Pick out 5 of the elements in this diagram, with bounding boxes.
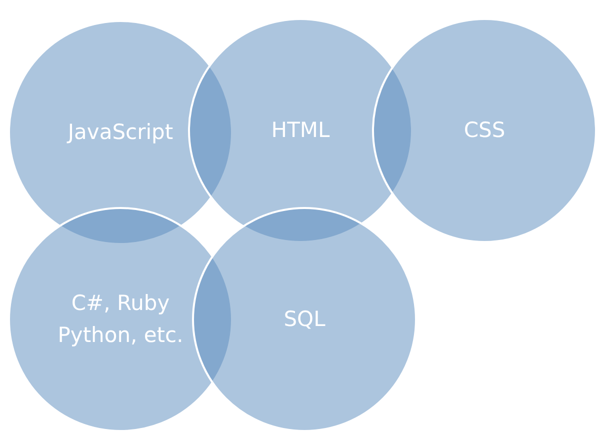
circle-label: C#, Ruby Python, etc.	[56, 290, 184, 348]
circle-label: CSS	[464, 116, 506, 144]
circle-label: SQL	[284, 306, 326, 333]
circle-label: JavaScript	[68, 118, 174, 146]
circle-label: HTML	[271, 116, 330, 144]
